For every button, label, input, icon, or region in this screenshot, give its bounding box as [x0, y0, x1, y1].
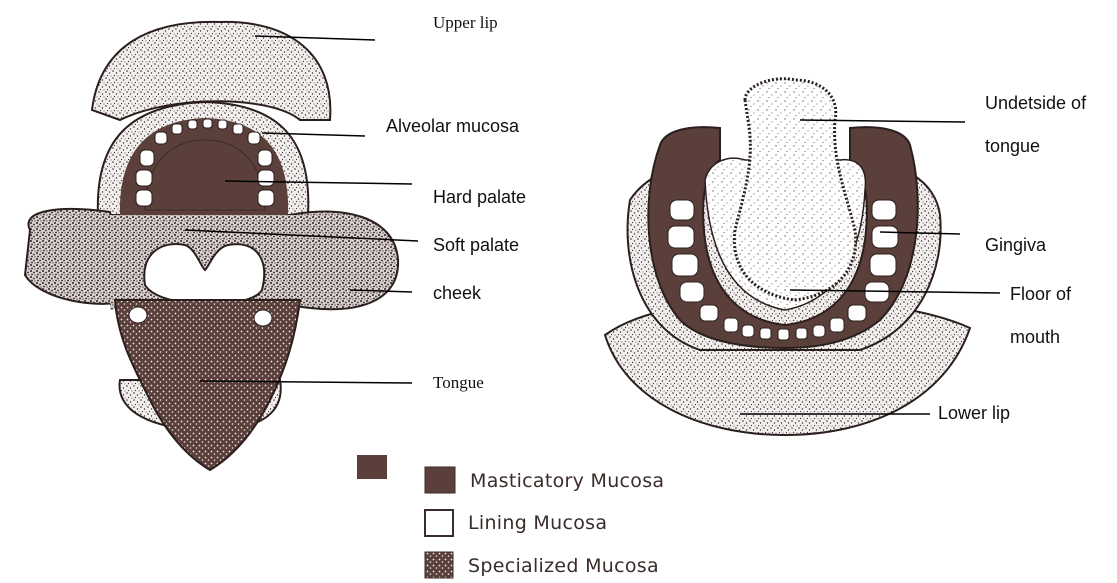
- label-floor-of-mouth-2: mouth: [1010, 327, 1060, 348]
- legend-extra-dark-swatch: [357, 455, 387, 479]
- legend-lining-swatch: [425, 510, 453, 536]
- legend-lining-label: Lining Mucosa: [468, 512, 607, 534]
- cheek-right-shape: [290, 211, 398, 309]
- label-lower-lip: Lower lip: [938, 403, 1010, 424]
- label-underside-of-tongue-1: Undetside of: [985, 93, 1086, 114]
- tongue-underside-shape: [734, 79, 855, 300]
- label-cheek: cheek: [433, 283, 481, 304]
- palate-view-illustration: [25, 22, 398, 470]
- tongue-shape: [115, 300, 300, 470]
- label-tongue: Tongue: [433, 373, 484, 393]
- label-floor-of-mouth-1: Floor of: [1010, 284, 1071, 305]
- legend-specialized-swatch: [425, 552, 453, 578]
- legend-masticatory-label: Masticatory Mucosa: [470, 470, 664, 492]
- label-alveolar-mucosa: Alveolar mucosa: [386, 116, 519, 137]
- label-soft-palate: Soft palate: [433, 235, 519, 256]
- legend-masticatory-swatch: [425, 467, 455, 493]
- label-upper-lip: Upper lip: [433, 13, 498, 33]
- legend-swatches: [357, 455, 455, 578]
- floor-view-illustration: [605, 79, 970, 435]
- legend-specialized-label: Specialized Mucosa: [468, 555, 659, 577]
- label-gingiva: Gingiva: [985, 235, 1046, 256]
- label-underside-of-tongue-2: tongue: [985, 136, 1040, 157]
- label-hard-palate: Hard palate: [433, 187, 526, 208]
